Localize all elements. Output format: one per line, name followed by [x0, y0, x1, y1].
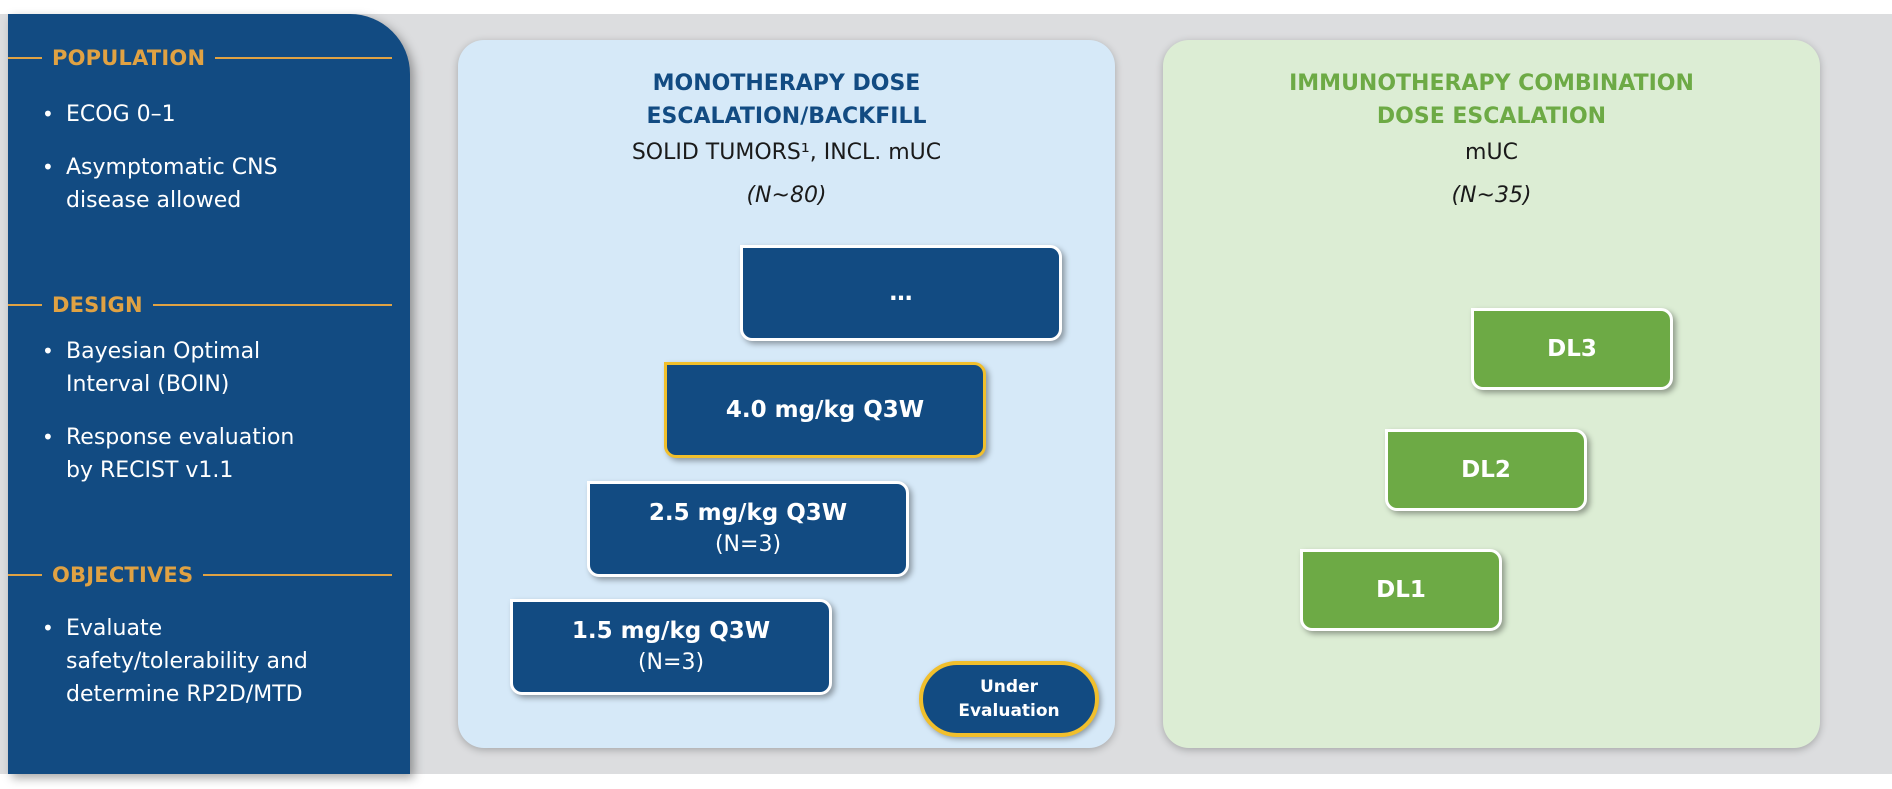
- population-item: ECOG 0–1: [38, 98, 388, 131]
- population-item: Asymptomatic CNS disease allowed: [38, 151, 298, 217]
- legend-line2: Evaluation: [958, 701, 1060, 721]
- dose-sample-size: (N=3): [637, 650, 705, 675]
- design-item: Response evaluation by RECIST v1.1: [38, 421, 308, 487]
- monotherapy-title-line1: MONOTHERAPY DOSE: [652, 71, 921, 96]
- dose-label: 4.0 mg/kg Q3W: [725, 397, 925, 423]
- objectives-header: OBJECTIVES: [8, 560, 392, 590]
- monotherapy-subtitle: SOLID TUMORS¹, INCL. mUC: [631, 140, 942, 165]
- legend-line1: Under: [980, 677, 1038, 697]
- dose-label: 2.5 mg/kg Q3W: [648, 500, 848, 526]
- under-evaluation-legend: Under Evaluation: [919, 661, 1099, 737]
- combination-sample-size: (N~35): [1451, 183, 1532, 208]
- dose-label: 1.5 mg/kg Q3W: [571, 618, 771, 644]
- population-list: ECOG 0–1 Asymptomatic CNS disease allowe…: [38, 98, 388, 237]
- combination-panel: IMMUNOTHERAPY COMBINATION DOSE ESCALATIO…: [1163, 40, 1820, 748]
- dose-level-1-5: 1.5 mg/kg Q3W (N=3): [510, 599, 832, 695]
- monotherapy-sample-size: (N~80): [746, 183, 827, 208]
- dose-label: …: [889, 280, 913, 306]
- monotherapy-title-line2: ESCALATION/BACKFILL: [646, 104, 927, 129]
- combination-subtitle: mUC: [1465, 140, 1518, 165]
- dose-sample-size: (N=3): [714, 532, 782, 557]
- dose-level-2-5: 2.5 mg/kg Q3W (N=3): [587, 481, 909, 577]
- monotherapy-panel: MONOTHERAPY DOSE ESCALATION/BACKFILL SOL…: [458, 40, 1115, 748]
- dose-level-dl2: DL2: [1385, 429, 1587, 511]
- design-list: Bayesian Optimal Interval (BOIN) Respons…: [38, 335, 388, 507]
- combination-title-line2: DOSE ESCALATION: [1376, 104, 1607, 129]
- dose-level-dl3: DL3: [1471, 308, 1673, 390]
- design-item: Bayesian Optimal Interval (BOIN): [38, 335, 288, 401]
- dose-level-dl1: DL1: [1300, 549, 1502, 631]
- population-title: POPULATION: [52, 46, 206, 70]
- design-title: DESIGN: [52, 293, 143, 317]
- objectives-list: Evaluate safety/tolerability and determi…: [38, 612, 388, 731]
- sidebar: POPULATION ECOG 0–1 Asymptomatic CNS dis…: [8, 14, 410, 774]
- objectives-title: OBJECTIVES: [52, 563, 194, 587]
- combination-title-line1: IMMUNOTHERAPY COMBINATION: [1289, 71, 1694, 96]
- dose-level-ellipsis: …: [740, 245, 1062, 341]
- design-header: DESIGN: [8, 290, 392, 320]
- objectives-item: Evaluate safety/tolerability and determi…: [38, 612, 328, 711]
- dose-level-4-0: 4.0 mg/kg Q3W: [664, 362, 986, 458]
- population-header: POPULATION: [8, 43, 392, 73]
